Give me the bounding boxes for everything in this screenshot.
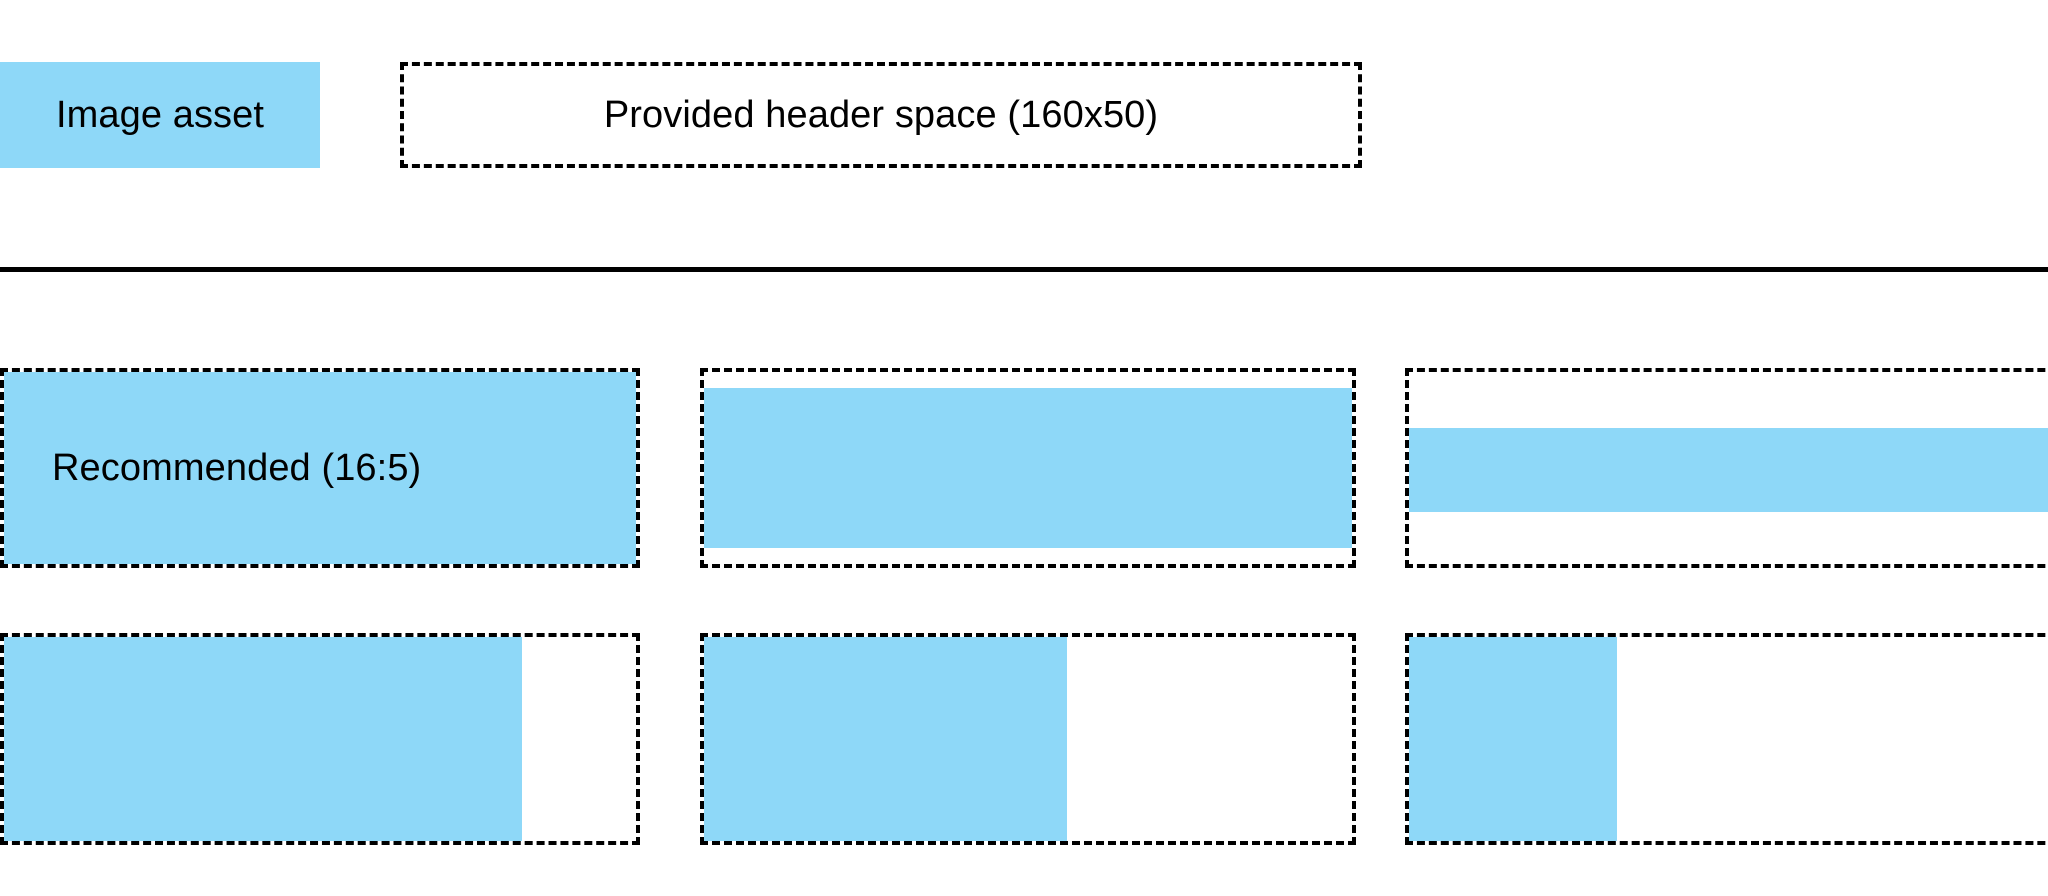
example-frame-width-30 <box>1405 633 2048 845</box>
example-grid: Recommended (16:5) <box>0 368 2048 845</box>
image-fill-band-tall <box>704 388 1352 548</box>
image-asset-swatch: Image asset <box>0 62 320 168</box>
image-fill-full <box>4 372 636 564</box>
image-fill-left-medium <box>704 637 1067 841</box>
aspect-ratio-row: Recommended (16:5) <box>0 368 2048 568</box>
header-legend-row: Image asset Provided header space (160x5… <box>0 62 2048 168</box>
recommended-ratio-label: Recommended (16:5) <box>52 447 422 489</box>
width-fit-row <box>0 633 2048 845</box>
image-asset-label: Image asset <box>55 94 265 136</box>
example-frame-width-82 <box>0 633 640 845</box>
provided-header-space-box: Provided header space (160x50) <box>400 62 1362 168</box>
image-fill-left-wide <box>4 637 523 841</box>
example-frame-band-short <box>1405 368 2048 568</box>
image-fill-band-short <box>1409 428 2048 512</box>
image-fill-left-narrow <box>1409 637 1617 841</box>
provided-header-space-label: Provided header space (160x50) <box>603 94 1159 136</box>
example-frame-band-tall <box>700 368 1356 568</box>
example-frame-recommended: Recommended (16:5) <box>0 368 640 568</box>
example-frame-width-56 <box>700 633 1356 845</box>
section-divider <box>0 267 2048 272</box>
